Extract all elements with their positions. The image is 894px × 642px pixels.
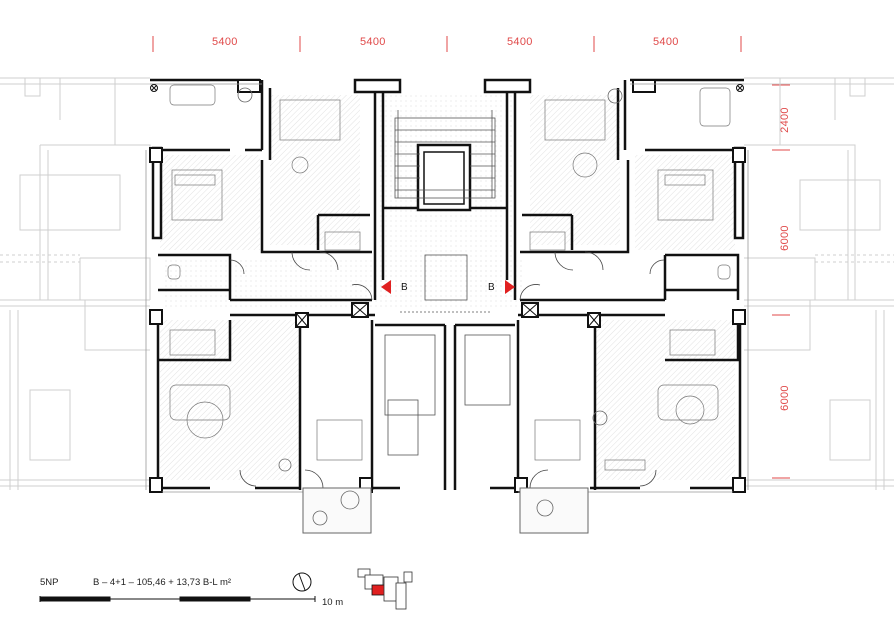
dimension-top-4: 5400 bbox=[653, 36, 679, 48]
unit-info: B – 4+1 – 105,46 + 13,73 B-L m² bbox=[93, 577, 232, 588]
ghost-neighbour-right bbox=[744, 77, 894, 490]
balconies bbox=[302, 487, 589, 534]
central-hall bbox=[384, 254, 511, 456]
scale-bar bbox=[39, 596, 316, 602]
column-crosses bbox=[295, 302, 601, 328]
walls bbox=[150, 78, 745, 490]
dimension-top-3: 5400 bbox=[507, 36, 533, 48]
corner-markers bbox=[150, 84, 744, 92]
plants bbox=[237, 87, 623, 526]
floor-label: 5NP bbox=[40, 577, 59, 588]
dimension-top-2: 5400 bbox=[360, 36, 386, 48]
stair bbox=[394, 110, 496, 199]
dimension-top-1: 5400 bbox=[212, 36, 238, 48]
section-arrows bbox=[381, 280, 515, 294]
furniture bbox=[167, 84, 731, 471]
door-arcs bbox=[229, 251, 665, 489]
dimension-ticks-top bbox=[152, 36, 742, 52]
site-key-icon bbox=[357, 568, 413, 610]
scale-label: 10 m bbox=[322, 597, 344, 608]
north-arrow-icon bbox=[292, 572, 312, 592]
ghost-neighbour-left bbox=[0, 77, 151, 490]
dimension-ticks-right bbox=[772, 84, 790, 479]
